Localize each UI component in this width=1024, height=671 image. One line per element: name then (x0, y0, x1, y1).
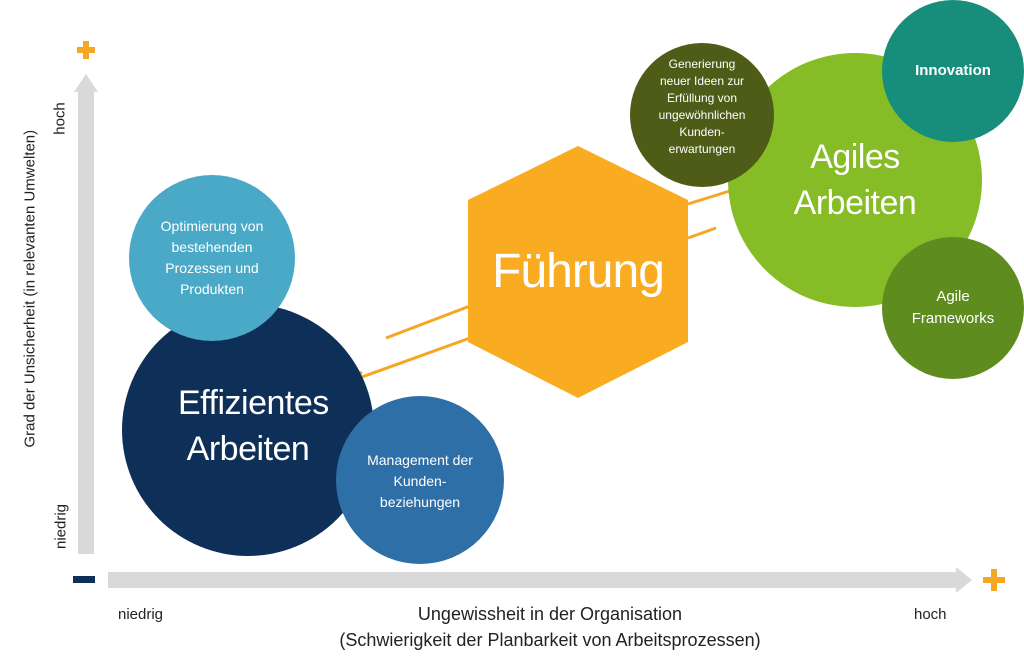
x-axis-low-label: niedrig (118, 606, 164, 623)
customer-management-label: Management der Kunden-beziehungen (367, 452, 473, 510)
agile-frameworks-label: Agile Frameworks (911, 288, 995, 327)
y-axis-plus-icon (77, 41, 95, 59)
efficient-work-label: Effizientes Arbeiten (178, 384, 329, 468)
x-axis-arrowhead (956, 567, 972, 593)
optimization-circle (129, 175, 295, 341)
leadership-hexagon (468, 146, 688, 398)
x-axis-title: Ungewissheit in der Organisation (417, 604, 683, 624)
idea-generation-circle (630, 43, 774, 187)
leadership-label: Führung (492, 245, 665, 298)
customer-management-circle (336, 396, 504, 564)
arrow-to-agile-tail (385, 304, 471, 340)
origin-minus-icon (73, 576, 95, 583)
y-axis-arrowhead (74, 74, 98, 92)
x-axis-subtitle: (Schwierigkeit der Planbarkeit von Arbei… (339, 630, 761, 650)
y-axis-bar (78, 92, 94, 554)
idea-generation-label: Generierung neuer Ideen zur Erfüllung vo… (658, 57, 746, 156)
innovation-circle (882, 0, 1024, 142)
y-axis-low-label: niedrig (52, 503, 70, 550)
x-axis-plus-icon (983, 569, 1005, 591)
arrow-to-efficient-tail (687, 226, 717, 240)
optimization-label: Optimierung von bestehenden Prozessen un… (160, 218, 264, 297)
y-axis-high-label: hoch (51, 102, 69, 135)
y-axis-title: Grad der Unsicherheit (in relevanten Umw… (21, 129, 39, 448)
x-axis-high-label: hoch (914, 606, 947, 623)
agile-work-label: Agiles Arbeiten (793, 138, 917, 222)
efficient-work-circle (122, 304, 374, 556)
innovation-label: Innovation (915, 62, 991, 79)
agile-frameworks-circle (882, 237, 1024, 379)
x-axis-bar (108, 572, 956, 588)
